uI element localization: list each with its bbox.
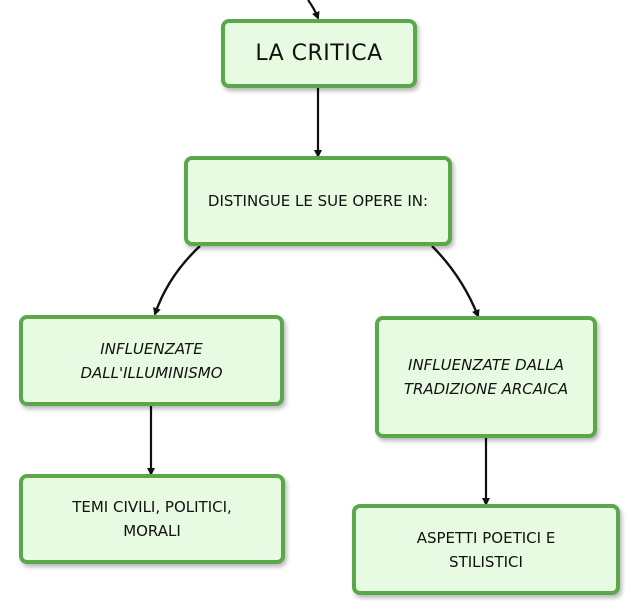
node-distingue-opere: DISTINGUE LE SUE OPERE IN:	[184, 156, 452, 246]
node-la-critica: LA CRITICA	[221, 19, 417, 88]
node-aspetti-poetici: ASPETTI POETICI E STILISTICI	[352, 504, 620, 595]
node-influenzate-tradizione-arcaica-label: INFLUENZATE DALLA TRADIZIONE ARCAICA	[403, 356, 569, 398]
node-temi-civili: TEMI CIVILI, POLITICI, MORALI	[19, 474, 285, 564]
node-temi-civili-label: TEMI CIVILI, POLITICI, MORALI	[72, 498, 232, 540]
incoming-arrow	[307, 0, 320, 20]
node-influenzate-illuminismo-label: INFLUENZATE DALL'ILLUMINISMO	[80, 339, 223, 382]
arrow-distinction-to-right	[431, 245, 480, 318]
node-aspetti-poetici-label: ASPETTI POETICI E STILISTICI	[416, 528, 556, 571]
node-influenzate-illuminismo: INFLUENZATE DALL'ILLUMINISMO	[19, 315, 284, 406]
node-distingue-opere-label: DISTINGUE LE SUE OPERE IN:	[207, 192, 429, 210]
arrow-distinction-to-left	[153, 245, 201, 316]
node-la-critica-label: LA CRITICA	[255, 40, 383, 66]
node-influenzate-tradizione-arcaica: INFLUENZATE DALLA TRADIZIONE ARCAICA	[375, 316, 597, 438]
